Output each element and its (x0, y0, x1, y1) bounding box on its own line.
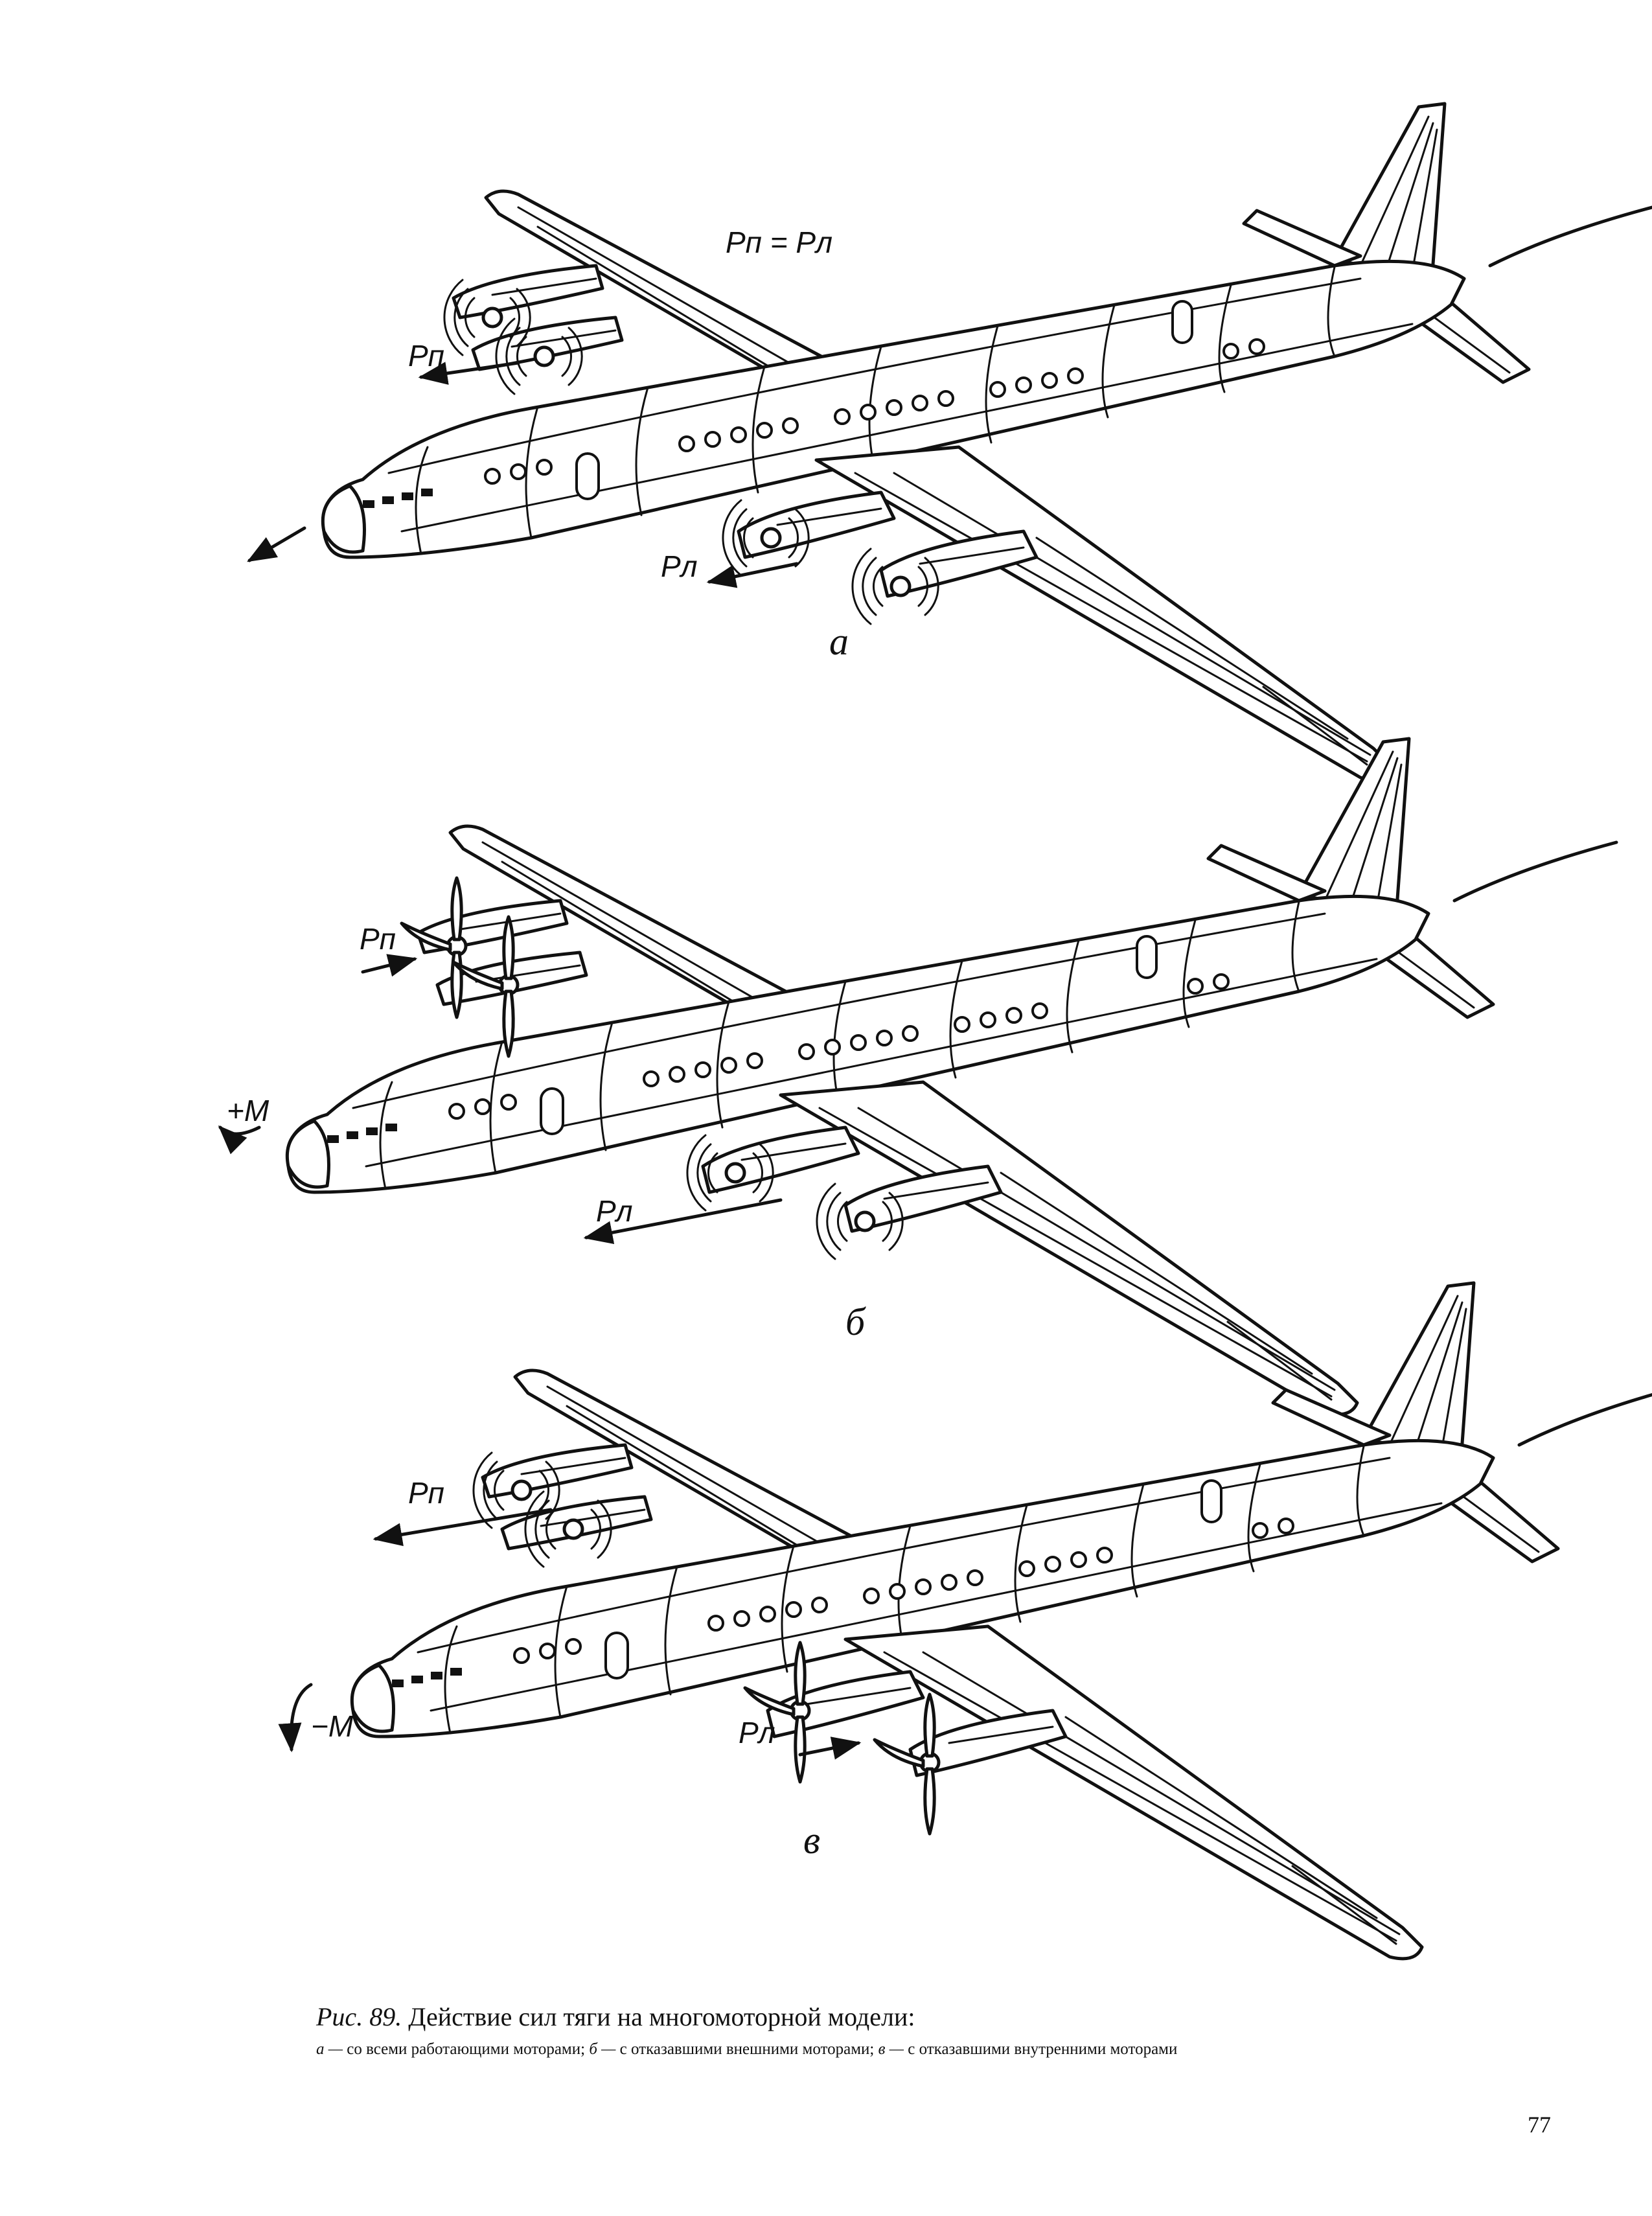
caption-item-text-b: с отказавшими внешними моторами; (619, 2040, 875, 2058)
page-number: 77 (1528, 2112, 1551, 2138)
label-moment-v: −М (311, 1709, 354, 1743)
caption-number: Рис. 89. (316, 2002, 402, 2031)
thrust-arrow-left-a (706, 562, 799, 588)
airplane-panel-v (352, 1283, 1652, 1959)
label-right-thrust-a: Pп (408, 339, 444, 373)
caption-item-text-v: с отказавшими внутренними моторами (908, 2040, 1178, 2058)
caption-item-key-b: б — (589, 2040, 616, 2058)
thrust-arrow-right-b (361, 954, 418, 977)
sublabel-b: б (845, 1300, 866, 1343)
thrust-arrow-left-v (798, 1737, 862, 1760)
airplane-panel-a (323, 104, 1652, 779)
thrust-arrow-right-a (418, 361, 520, 385)
caption-item-key-a: а — (316, 2040, 343, 2058)
caption-title-line: Рис. 89. Действие сил тяги на многомотор… (316, 2001, 1482, 2033)
label-left-thrust-a: Pл (661, 549, 698, 583)
moment-arrow-b (218, 1125, 261, 1155)
label-right-thrust-b: Pп (360, 922, 396, 956)
label-right-thrust-v: Pп (408, 1476, 444, 1510)
label-left-thrust-v: Pл (739, 1716, 775, 1749)
thrust-arrow-right-v (373, 1508, 553, 1547)
thrust-arrow-left-b (583, 1198, 783, 1244)
figure-caption: Рис. 89. Действие сил тяги на многомотор… (316, 2001, 1482, 2060)
sublabel-a: а (829, 620, 849, 663)
caption-title: Действие сил тяги на многомоторной модел… (408, 2002, 915, 2031)
caption-item-text-a: со всеми работающими моторами; (347, 2040, 586, 2058)
label-left-thrust-b: Pл (596, 1194, 633, 1228)
caption-legend: а — со всеми работающими моторами; б — с… (316, 2038, 1482, 2060)
moment-arrow-v (278, 1683, 313, 1753)
label-moment-b: +М (227, 1094, 270, 1127)
airplane-panel-b (287, 739, 1616, 1414)
caption-item-key-v: в — (878, 2040, 904, 2058)
direction-arrow-a (247, 526, 306, 562)
sublabel-v: в (803, 1819, 820, 1862)
label-equation-a: Pп = Pл (726, 225, 832, 259)
